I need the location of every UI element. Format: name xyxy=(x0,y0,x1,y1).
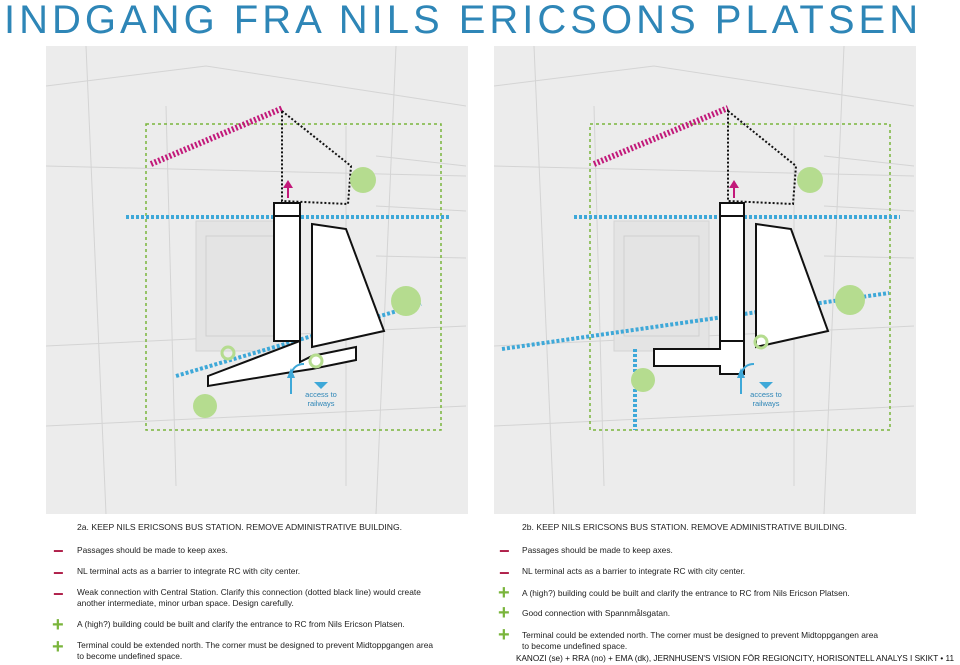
terminal-building xyxy=(273,202,301,342)
small-tree-icon xyxy=(308,353,324,369)
list-item: Weak connection with Central Station. Cl… xyxy=(77,587,421,608)
site-plan-2a: access to railways xyxy=(46,46,468,514)
south-building xyxy=(207,339,357,388)
plus-icon: + xyxy=(498,582,510,604)
tree-icon xyxy=(350,167,376,193)
list-item: A (high?) building could be built and cl… xyxy=(522,588,850,598)
minus-icon: − xyxy=(53,584,64,604)
list-item: NL terminal acts as a barrier to integra… xyxy=(522,566,746,576)
north-arrow-icon xyxy=(729,180,739,188)
list-item: A (high?) building could be built and cl… xyxy=(77,619,405,629)
access-label: access to railways xyxy=(750,390,782,408)
page-footer: KANOZI (se) + RRA (no) + EMA (dk), JERNH… xyxy=(515,654,954,663)
axis-diagonal xyxy=(501,291,890,351)
down-triangle-icon xyxy=(759,382,773,389)
east-building xyxy=(755,222,830,349)
minus-icon: − xyxy=(53,563,64,583)
access-arrow-icon xyxy=(287,368,295,378)
east-building xyxy=(311,222,386,349)
down-triangle-icon xyxy=(314,382,328,389)
terminal-building xyxy=(719,202,745,342)
north-arrow-icon xyxy=(283,180,293,188)
list-item: Terminal could be extended north. The co… xyxy=(77,640,434,661)
panel-heading: 2a. KEEP NILS ERICSONS BUS STATION. REMO… xyxy=(77,522,403,532)
site-plan-2b-drawing xyxy=(494,46,915,514)
list-item: Good connection with Spannmålsgatan. xyxy=(522,608,671,618)
tree-icon xyxy=(797,167,823,193)
tree-icon xyxy=(391,286,421,316)
small-tree-icon xyxy=(220,345,236,361)
tree-icon xyxy=(631,368,655,392)
list-item: Terminal could be extended north. The co… xyxy=(522,630,879,651)
plus-icon: + xyxy=(52,636,64,658)
dotted-building xyxy=(727,108,798,206)
dotted-building xyxy=(281,108,353,206)
access-arrow-icon xyxy=(737,368,745,378)
tree-icon xyxy=(193,394,217,418)
tree-icon xyxy=(835,285,865,315)
site-plan-2a-drawing xyxy=(46,46,467,514)
barrier-line xyxy=(592,105,730,167)
south-building xyxy=(653,340,745,375)
plus-icon: + xyxy=(498,624,510,646)
minus-icon: − xyxy=(499,541,510,561)
panel-heading: 2b. KEEP NILS ERICSONS BUS STATION. REMO… xyxy=(522,522,848,532)
plus-icon: + xyxy=(498,602,510,624)
minus-icon: − xyxy=(53,541,64,561)
list-item: Passages should be made to keep axes. xyxy=(522,545,673,555)
minus-icon: − xyxy=(499,563,510,583)
plus-icon: + xyxy=(52,614,64,636)
access-label: access to railways xyxy=(305,390,337,408)
site-boundary xyxy=(589,123,891,431)
small-tree-icon xyxy=(753,334,769,350)
barrier-line xyxy=(149,105,285,167)
list-item: NL terminal acts as a barrier to integra… xyxy=(77,566,301,576)
page-title: INDGANG FRA NILS ERICSONS PLATSEN xyxy=(4,0,923,42)
site-plan-2b: access to railways xyxy=(494,46,916,514)
list-item: Passages should be made to keep axes. xyxy=(77,545,228,555)
